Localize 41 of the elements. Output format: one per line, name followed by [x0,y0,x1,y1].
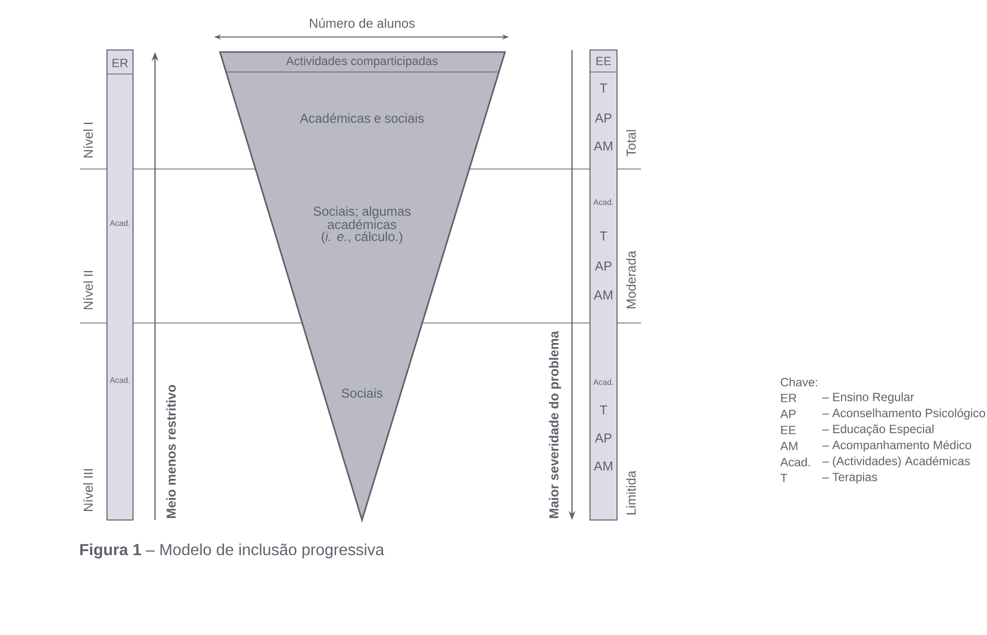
axis-label: Número de alunos [310,18,415,28]
abbreviation-label: T [600,406,608,414]
key-abbreviation: EE [781,426,796,434]
key-heading: Chave: [780,378,818,386]
column-heading: ER [112,58,128,68]
abbreviation-label: T [600,232,608,240]
key-description: – Acompanhamento Médico [822,440,972,452]
axis-label: Maior severidade do problema [548,330,562,518]
abbreviation-label: Acad. [593,199,613,205]
abbreviation-label: T [600,84,608,92]
abbreviation-label: Acad. [593,379,613,385]
key-abbreviation: AM [780,442,798,450]
abbreviation-label: AM [594,142,612,150]
abbreviation-label: AP [594,434,612,442]
abbreviation-label: AM [594,462,612,470]
level-label: Nível II [83,271,93,310]
abbreviation-label: AP [594,262,612,270]
abbreviation-label: AM [594,290,612,300]
section-label: Sociais; algumas académicas (i. e., cálculo.) [314,206,411,244]
key-abbreviation: T [780,474,788,482]
key-abbreviation: AP [780,410,796,418]
figure-caption: Figura 1 – Modelo de inclusão progressiva [80,544,384,558]
key-description: – Educação Especial [822,424,934,436]
key-description: – (Actividades) Académicas [822,456,970,468]
axis-label: Meio menos restritivo [166,384,176,518]
key-description: – Terapias [822,472,878,484]
abbreviation-label: AP [594,114,612,122]
abbreviation-label: Acad. [110,377,130,383]
column-heading: EE [596,56,611,66]
abbreviation-label: Acad. [110,220,130,226]
key-abbreviation: ER [781,394,796,402]
key-description: – Aconselhamento Psicológico [822,408,986,420]
level-label: Nível I [83,122,93,158]
band-label: Actividades comparticipadas [286,56,438,68]
column-box [590,50,618,520]
section-label: Sociais [342,388,382,398]
key-description: – Ensino Regular [822,392,914,404]
level-label: Nível III [83,469,93,511]
section-label: Académicas e sociais [300,113,424,123]
column-box [106,50,134,520]
key-abbreviation: Acad. [780,458,810,466]
